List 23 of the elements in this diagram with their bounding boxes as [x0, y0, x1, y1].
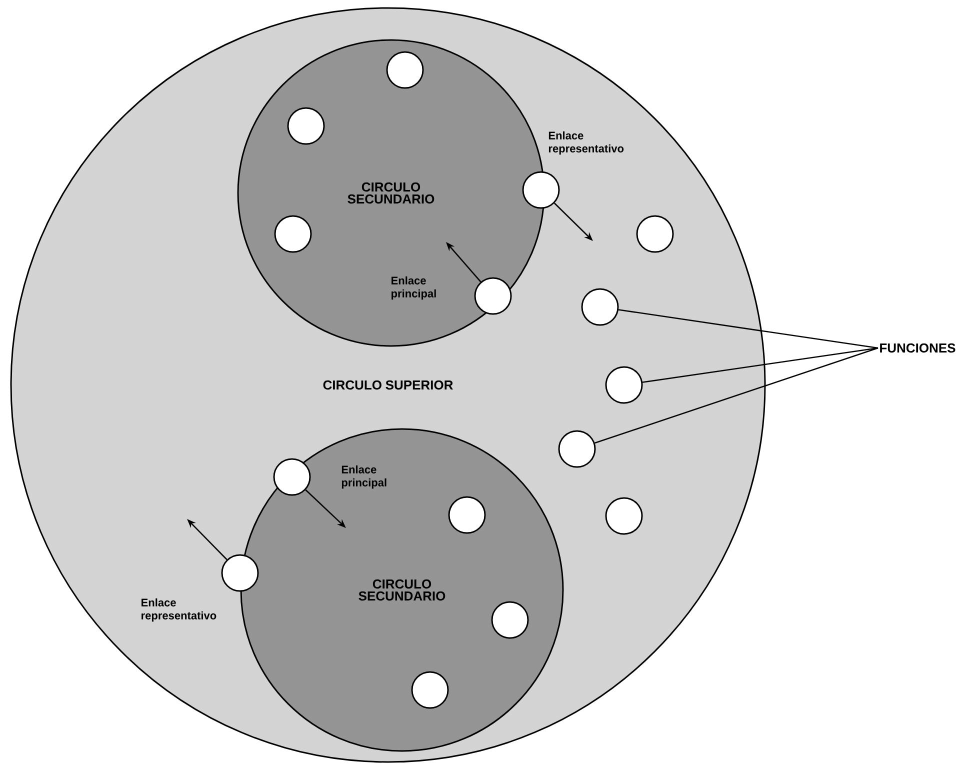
- link-label: Enlace principal: [342, 465, 386, 489]
- small-circle: [386, 51, 424, 89]
- link-label: Enlace representativo: [548, 131, 624, 155]
- small-circle: [636, 215, 674, 253]
- small-circle: [274, 215, 312, 253]
- small-circle: [287, 107, 325, 145]
- label-text: FUNCIONES: [880, 343, 956, 353]
- small-circle: [558, 430, 596, 468]
- small-circle: [448, 496, 486, 534]
- small-circle: [273, 458, 311, 496]
- small-circle: [522, 171, 560, 209]
- leader-line: [618, 309, 878, 349]
- link-label: Enlace representativo: [142, 598, 216, 622]
- small-circle: [221, 554, 259, 592]
- leader-line: [594, 347, 878, 444]
- small-circle: [581, 288, 619, 326]
- small-circle: [411, 671, 449, 709]
- link-label: Enlace principal: [392, 276, 436, 300]
- leader-line: [642, 347, 878, 383]
- small-circle: [491, 601, 529, 639]
- small-circle: [605, 366, 643, 404]
- small-circle: [474, 277, 512, 315]
- small-circle: [605, 497, 643, 535]
